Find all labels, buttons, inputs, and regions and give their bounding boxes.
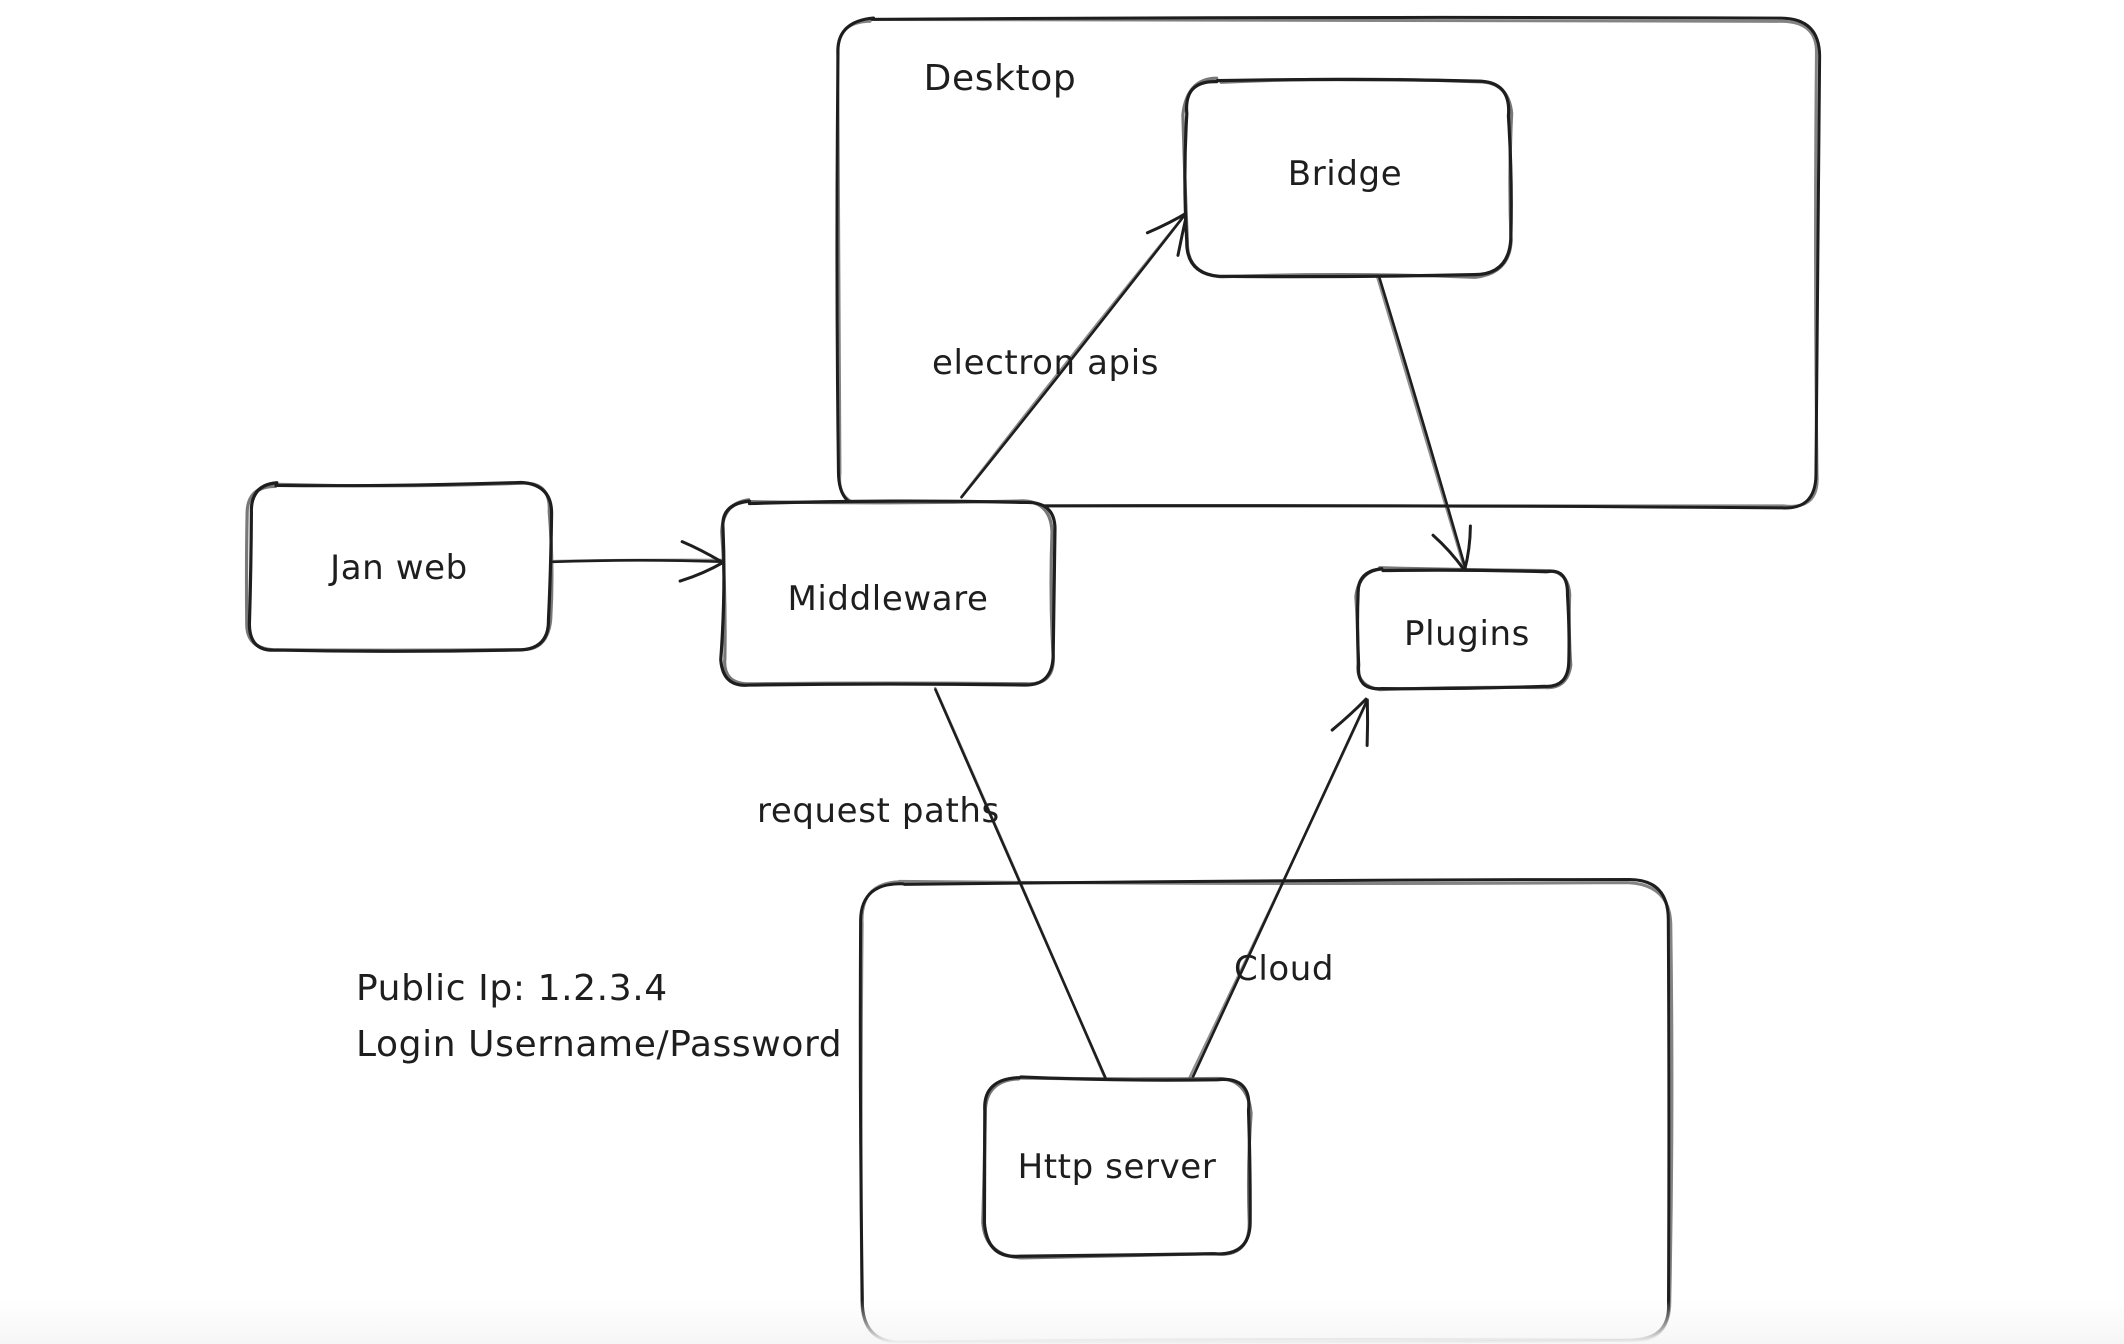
edges-layer xyxy=(551,209,1472,1080)
node-label-middleware: Middleware xyxy=(787,579,988,619)
edge-line xyxy=(933,686,1107,1080)
edge-line xyxy=(960,210,1189,498)
group-outline xyxy=(835,15,1822,510)
arrowhead xyxy=(678,560,726,583)
node-outline xyxy=(720,498,1055,686)
node-outline xyxy=(1181,76,1514,279)
group-desktop[interactable] xyxy=(835,15,1822,510)
node-label-bridge: Bridge xyxy=(1288,154,1402,194)
node-outline xyxy=(244,481,554,652)
node-fill xyxy=(984,1077,1250,1257)
node-label-plugins: Plugins xyxy=(1404,614,1530,654)
node-outline xyxy=(1354,566,1573,692)
edge-label-http-server-to-plugins: Cloud xyxy=(1234,949,1334,989)
node-jan-web[interactable] xyxy=(244,480,554,653)
node-fill xyxy=(248,483,551,651)
node-fill xyxy=(722,501,1054,687)
edge-bridge-to-plugins[interactable] xyxy=(1375,274,1472,573)
edge-label-middleware-to-bridge: electron apis xyxy=(932,343,1159,383)
arrowhead xyxy=(680,540,724,564)
edge-line xyxy=(1375,274,1467,573)
nodes-layer xyxy=(244,76,1573,1260)
edge-line xyxy=(1188,699,1369,1079)
node-fill xyxy=(1185,80,1511,276)
arrowhead xyxy=(1431,533,1466,572)
node-http-server[interactable] xyxy=(981,1075,1253,1260)
node-label-jan-web: Jan web xyxy=(328,548,468,588)
edge-label-middleware-to-http-server: request paths xyxy=(757,791,1000,831)
node-bridge[interactable] xyxy=(1181,76,1514,279)
node-fill xyxy=(1356,569,1570,689)
edge-line xyxy=(552,558,726,563)
note-line: Public Ip: 1.2.3.4 xyxy=(356,968,668,1009)
group-outline xyxy=(836,17,1819,508)
note-line: Login Username/Password xyxy=(356,1024,842,1065)
edge-middleware-to-http-server[interactable] xyxy=(933,686,1107,1080)
group-label-desktop: Desktop xyxy=(924,58,1077,99)
edge-jan-web-to-middleware[interactable] xyxy=(551,540,726,583)
node-middleware[interactable] xyxy=(719,498,1057,687)
node-outline xyxy=(981,1076,1253,1260)
arrowhead xyxy=(1330,697,1368,732)
edge-line xyxy=(1377,274,1467,571)
arrowhead xyxy=(1462,524,1472,573)
node-label-http-server: Http server xyxy=(1018,1147,1217,1187)
node-plugins[interactable] xyxy=(1354,566,1573,692)
edge-http-server-to-plugins[interactable] xyxy=(1188,697,1370,1079)
